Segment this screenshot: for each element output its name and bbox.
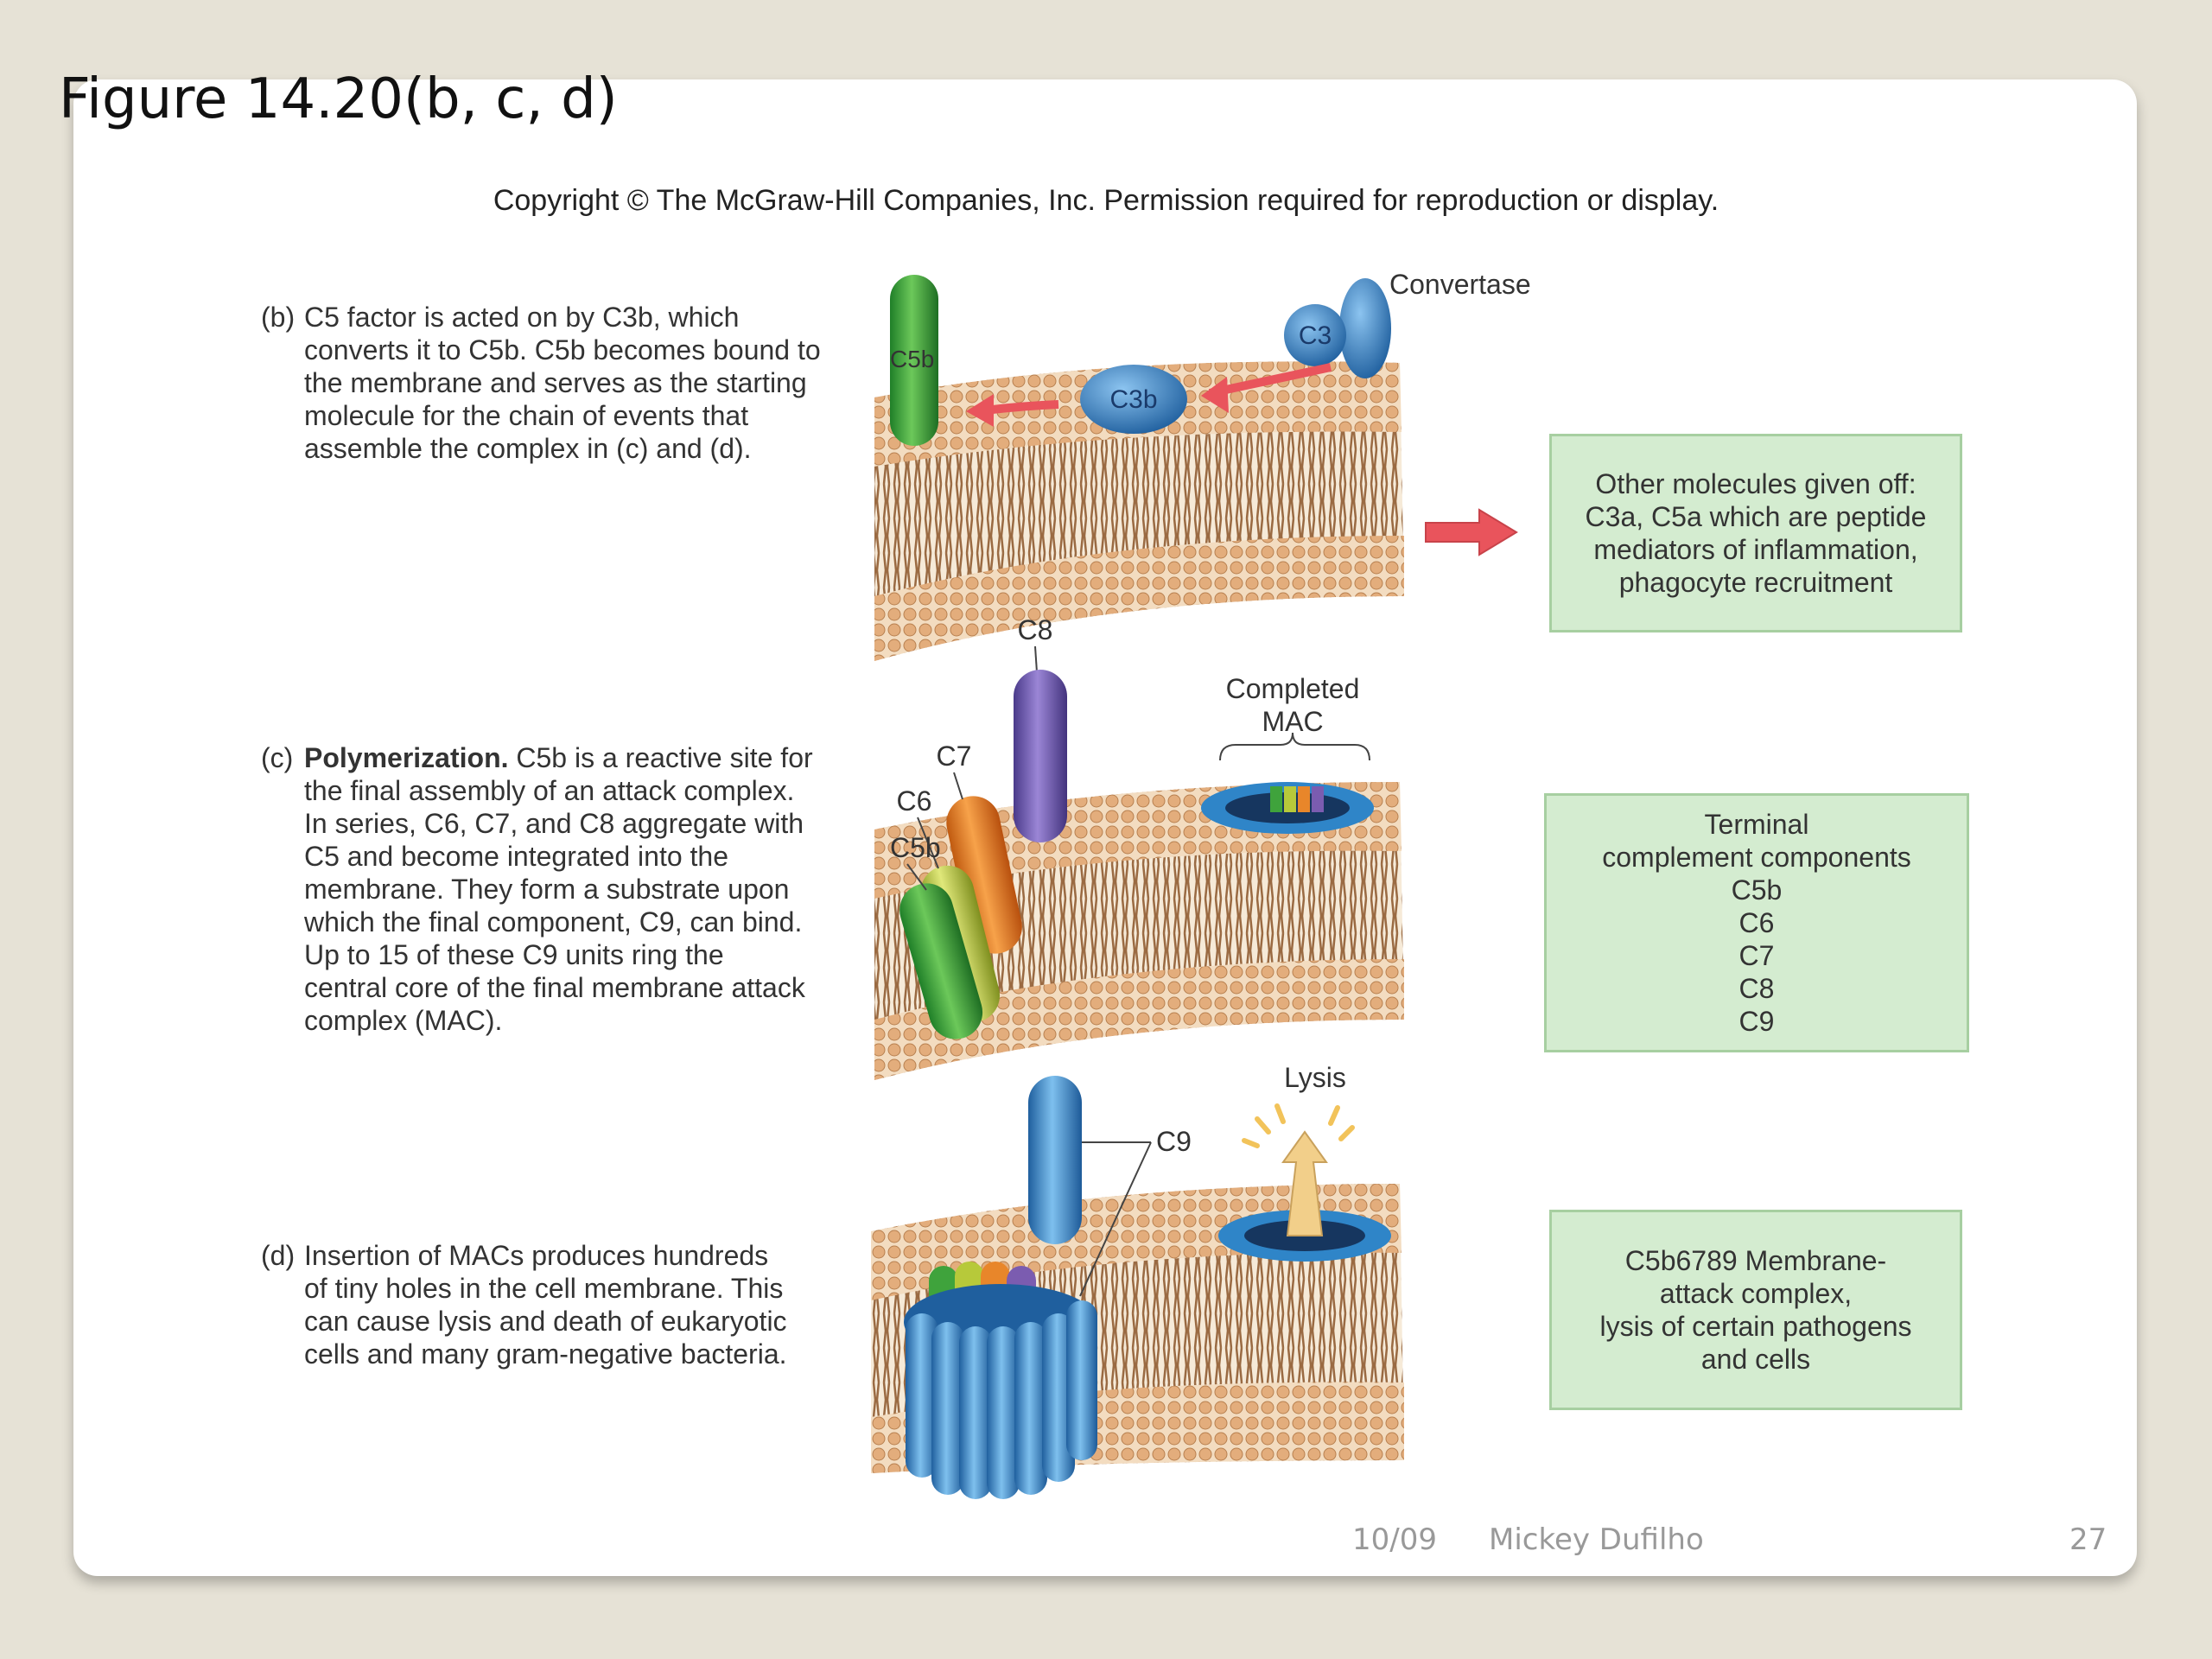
convertase-molecule xyxy=(1339,278,1391,378)
c3-label: C3 xyxy=(1299,321,1332,350)
footer-page-number: 27 xyxy=(2069,1522,2107,1557)
c3b-label: C3b xyxy=(1109,385,1157,414)
c7-leader xyxy=(954,772,963,799)
c5b-label-c: C5b xyxy=(890,832,941,863)
arrow-to-box xyxy=(1426,510,1516,555)
c8-label: C8 xyxy=(1018,614,1053,645)
c6-label: C6 xyxy=(897,785,932,817)
mac-barrel xyxy=(904,1262,1097,1499)
c9-label: C9 xyxy=(1156,1126,1192,1157)
c8-molecule xyxy=(1014,670,1067,842)
lysis-label: Lysis xyxy=(1284,1062,1346,1093)
completed-mac-label-1: Completed xyxy=(1226,673,1360,704)
lysis-pore xyxy=(1218,1106,1391,1262)
completed-mac-top xyxy=(1201,782,1374,834)
footer-author: Mickey Dufilho xyxy=(1489,1522,1704,1557)
c8-leader xyxy=(1035,646,1037,672)
convertase-label: Convertase xyxy=(1389,269,1531,300)
c5b-label: C5b xyxy=(890,346,934,372)
completed-mac-label-2: MAC xyxy=(1262,706,1323,737)
c7-label: C7 xyxy=(937,741,972,772)
c9-free-molecule xyxy=(1028,1076,1082,1244)
footer-date: 10/09 xyxy=(1352,1522,1437,1557)
